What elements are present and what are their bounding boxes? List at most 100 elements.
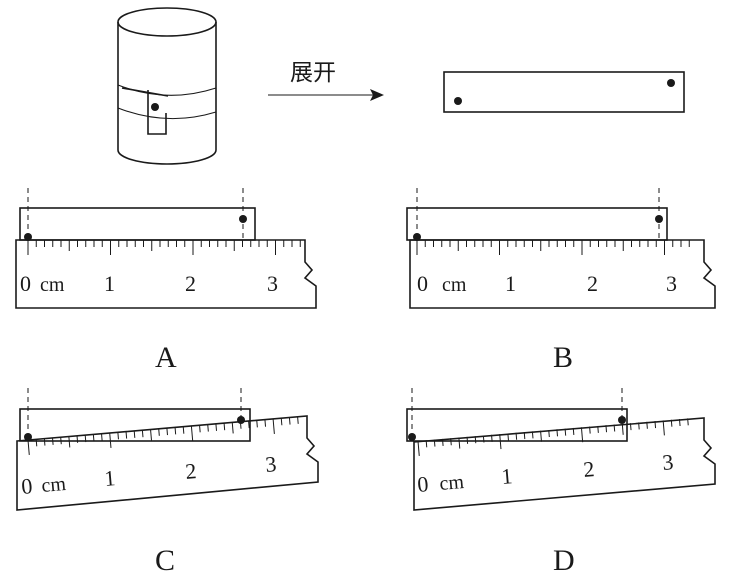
strip-A bbox=[19, 207, 256, 241]
ruler-tick bbox=[442, 438, 444, 446]
ruler-tick bbox=[231, 422, 234, 434]
ruler-tick bbox=[125, 431, 128, 439]
ruler-tick bbox=[27, 439, 30, 455]
strip-dot-left bbox=[454, 97, 462, 105]
ruler-tick bbox=[223, 423, 226, 431]
option-C: C bbox=[155, 544, 175, 577]
ruler-tick bbox=[288, 417, 291, 425]
ruler-tick bbox=[215, 423, 218, 431]
ruler-D-2: 2 bbox=[582, 456, 595, 482]
ruler-tick bbox=[433, 439, 436, 447]
strip-D-dot-left bbox=[408, 433, 416, 441]
ruler-A-2: 2 bbox=[185, 271, 196, 296]
ruler-tick bbox=[654, 421, 657, 429]
ruler-A: 0 cm 1 2 3 bbox=[15, 188, 317, 309]
strip-A-dot-left bbox=[24, 233, 32, 241]
ruler-tick bbox=[621, 423, 624, 435]
ruler-tick bbox=[613, 424, 616, 432]
ruler-C: 0 cm 1 2 3 bbox=[16, 388, 319, 511]
ruler-D-0: 0 bbox=[416, 471, 429, 497]
ruler-tick bbox=[417, 440, 420, 456]
ruler-C-3: 3 bbox=[264, 451, 277, 477]
ruler-A-1: 1 bbox=[104, 271, 115, 296]
ruler-tick bbox=[548, 429, 550, 438]
strip-B-dot-right bbox=[655, 215, 663, 223]
ruler-tick bbox=[458, 437, 461, 449]
ruler-tick bbox=[670, 419, 673, 427]
ruler-tick bbox=[540, 430, 542, 442]
ruler-tick bbox=[687, 418, 689, 426]
ruler-tick bbox=[572, 427, 575, 435]
ruler-tick bbox=[92, 434, 95, 442]
ruler-tick bbox=[141, 430, 144, 438]
ruler-tick bbox=[109, 432, 112, 448]
unrolled-strip bbox=[443, 71, 685, 113]
ruler-B-2: 2 bbox=[587, 271, 598, 296]
ruler-tick bbox=[507, 433, 509, 441]
ruler-tick bbox=[580, 427, 584, 443]
ruler-tick bbox=[84, 435, 87, 443]
ruler-B-1: 1 bbox=[505, 271, 516, 296]
unroll-arrow: 展开 bbox=[268, 60, 384, 101]
ruler-tick bbox=[207, 424, 209, 432]
ruler-D-1: 1 bbox=[500, 463, 513, 489]
ruler-tick bbox=[523, 432, 526, 440]
ruler-D-3: 3 bbox=[661, 449, 674, 475]
ruler-tick bbox=[474, 436, 477, 444]
ruler-B-3: 3 bbox=[666, 271, 677, 296]
ruler-tick bbox=[248, 421, 250, 429]
ruler-tick bbox=[76, 435, 79, 443]
ruler-tick bbox=[182, 426, 185, 434]
ruler-tick bbox=[629, 423, 632, 431]
ruler-tick bbox=[101, 433, 103, 441]
cylinder bbox=[117, 7, 217, 165]
strip-B-dot-left bbox=[413, 233, 421, 241]
option-B: B bbox=[553, 341, 573, 374]
strip-C bbox=[19, 408, 251, 442]
ruler-tick bbox=[199, 425, 201, 433]
strip-D bbox=[406, 408, 628, 442]
ruler-tick bbox=[35, 439, 38, 447]
ruler-tick bbox=[133, 430, 136, 438]
ruler-tick bbox=[450, 438, 452, 446]
ruler-tick bbox=[297, 416, 299, 424]
ruler-tick bbox=[264, 419, 267, 427]
ruler-C-2: 2 bbox=[184, 458, 197, 484]
ruler-A-unit: cm bbox=[40, 274, 65, 296]
strip-D-dot-right bbox=[618, 416, 626, 424]
cylinder-dot bbox=[151, 103, 159, 111]
ruler-C-unit: cm bbox=[41, 473, 68, 497]
ruler-tick bbox=[174, 427, 177, 435]
ruler-tick bbox=[556, 429, 558, 437]
ruler-A-0: 0 bbox=[20, 271, 31, 296]
option-A: A bbox=[155, 341, 177, 374]
ruler-tick bbox=[150, 429, 152, 441]
ruler-A-3: 3 bbox=[267, 271, 278, 296]
strip-A-dot-right bbox=[239, 215, 247, 223]
ruler-tick bbox=[52, 437, 54, 445]
ruler-tick bbox=[564, 428, 567, 436]
ruler-B-unit: cm bbox=[442, 274, 467, 296]
ruler-tick bbox=[239, 421, 242, 429]
strip-C-dot-left bbox=[24, 433, 32, 441]
ruler-tick bbox=[68, 436, 71, 448]
ruler-tick bbox=[272, 418, 275, 434]
ruler-tick bbox=[482, 435, 485, 443]
ruler-tick bbox=[491, 434, 493, 442]
ruler-D: 0 cm 1 2 3 bbox=[406, 388, 716, 511]
ruler-D-unit: cm bbox=[439, 471, 466, 495]
ruler-tick bbox=[597, 425, 599, 433]
ruler-tick bbox=[638, 422, 640, 430]
ruler-B: 0 cm 1 2 3 bbox=[406, 188, 716, 309]
ruler-tick bbox=[662, 420, 665, 436]
ruler-tick bbox=[117, 432, 119, 440]
ruler-tick bbox=[589, 426, 591, 434]
ruler-tick bbox=[166, 428, 168, 436]
ruler-tick bbox=[60, 437, 62, 445]
ruler-tick bbox=[43, 438, 46, 446]
ruler-B-0: 0 bbox=[417, 271, 428, 296]
ruler-tick bbox=[646, 421, 648, 429]
ruler-tick bbox=[515, 432, 518, 440]
option-D: D bbox=[553, 544, 575, 577]
